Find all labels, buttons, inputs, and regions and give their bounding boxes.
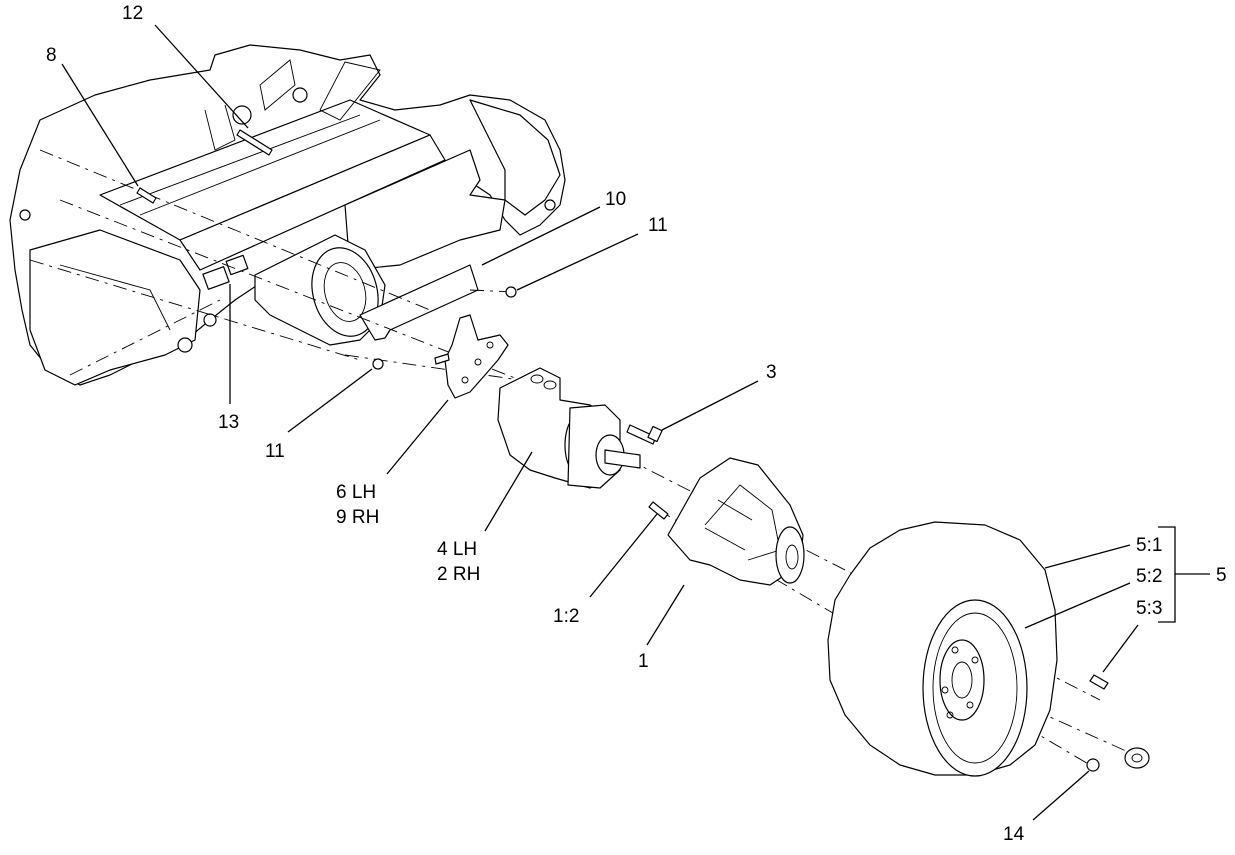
callout-3: 3 [766,362,777,383]
frame-assembly [9,44,566,386]
callout-5-1: 5:1 [1136,535,1162,556]
leader-lines [61,24,1210,821]
callout-6-lh: 6 LH [336,482,376,503]
callout-1: 1 [638,651,649,672]
brake-bracket [434,314,509,399]
wheel-tire [827,521,1058,777]
callout-5: 5 [1216,565,1227,586]
callout-2-rh: 2 RH [437,564,480,585]
callout-11-upper: 11 [648,215,668,236]
callout-5-3: 5:3 [1136,598,1162,619]
callout-13: 13 [218,412,239,433]
callout-12: 12 [122,3,143,24]
callout-10: 10 [605,189,626,210]
callout-1-2: 1:2 [553,606,579,627]
wheel-hub [667,457,805,586]
callout-5-2: 5:2 [1136,566,1162,587]
hardware-parts [136,129,1150,772]
hydraulic-motor [497,367,641,489]
callout-4-lh: 4 LH [437,539,477,560]
callout-11-lower: 11 [265,441,285,462]
callout-9-rh: 9 RH [336,507,379,528]
callout-labels: 12 8 10 11 13 11 3 6 LH 9 RH 4 LH 2 RH 1… [46,3,1227,845]
callout-14: 14 [1003,824,1025,845]
callout-8: 8 [46,45,57,66]
